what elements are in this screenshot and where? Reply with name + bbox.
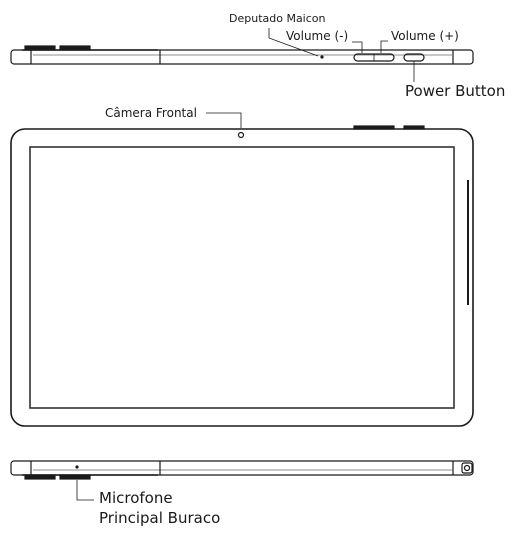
tablet-screen (29, 146, 455, 409)
label-volume-minus: Volume (-) (286, 29, 349, 43)
label-camera-frontal: Câmera Frontal (105, 106, 197, 120)
usb-port (461, 462, 473, 474)
tablet-body (10, 128, 474, 427)
usb-port-inner (463, 464, 471, 472)
front-camera (237, 131, 245, 139)
bottom-mic-hole (75, 465, 79, 469)
label-power-button: Power Button (405, 82, 506, 100)
label-deputado-maicon: Deputado Maicon (229, 12, 326, 25)
label-microfone: Microfone (99, 489, 173, 507)
top-mic-hole (320, 55, 324, 59)
front-view (10, 125, 474, 427)
bottom-edge-view (10, 460, 474, 480)
label-volume-plus: Volume (+) (391, 29, 459, 43)
mic-leader-line (76, 480, 94, 501)
bottom-edge-body (10, 460, 474, 476)
top-edge-body (10, 49, 474, 65)
top-leader-lines (206, 28, 415, 128)
label-principal-buraco: Principal Buraco (99, 509, 221, 527)
top-edge-view (10, 45, 474, 65)
